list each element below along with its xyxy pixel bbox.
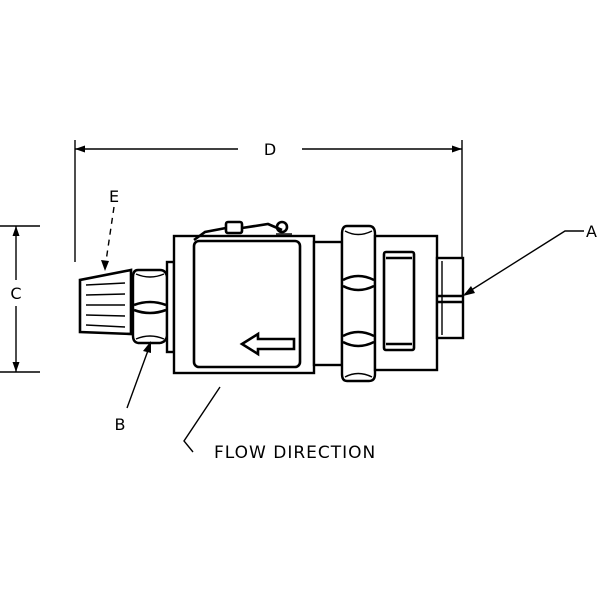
cap-clip <box>224 220 244 235</box>
leader-e <box>104 206 115 269</box>
flow-arrow-icon <box>239 331 296 357</box>
arrowhead-d-right <box>452 145 462 153</box>
arrowhead-e <box>101 260 109 271</box>
label-flow-direction: FLOW DIRECTION <box>214 443 376 463</box>
leader-a <box>464 230 584 295</box>
thread-outline <box>78 268 133 336</box>
hex-nut-large <box>340 224 377 383</box>
arrowhead-a <box>463 286 475 296</box>
arrowhead-b <box>143 341 151 353</box>
body-window <box>192 239 302 369</box>
label-a: A <box>586 222 597 241</box>
outlet-body <box>373 234 439 372</box>
arrowhead-d-left <box>75 145 85 153</box>
arrowhead-c-bottom <box>12 362 20 372</box>
leader-b <box>126 344 151 409</box>
dimension-c: C <box>0 225 40 373</box>
switch-body <box>172 234 316 375</box>
label-b: B <box>115 415 126 434</box>
outlet-slot <box>382 250 416 352</box>
nut-large-outer <box>340 224 377 383</box>
label-e: E <box>109 187 119 206</box>
arrowhead-c-top <box>12 226 20 236</box>
wire-cap <box>193 220 292 242</box>
leader-flow <box>183 386 221 453</box>
cap-screw <box>275 220 289 234</box>
threaded-inlet <box>78 268 133 336</box>
label-c: C <box>10 284 21 303</box>
nut-b-outer <box>131 268 169 345</box>
fitting-a <box>435 256 465 340</box>
fitting-a-outer <box>435 256 465 340</box>
dimension-d: D <box>74 140 463 262</box>
collar <box>312 240 344 367</box>
label-d: D <box>264 140 276 159</box>
hex-nut-b <box>131 268 169 345</box>
